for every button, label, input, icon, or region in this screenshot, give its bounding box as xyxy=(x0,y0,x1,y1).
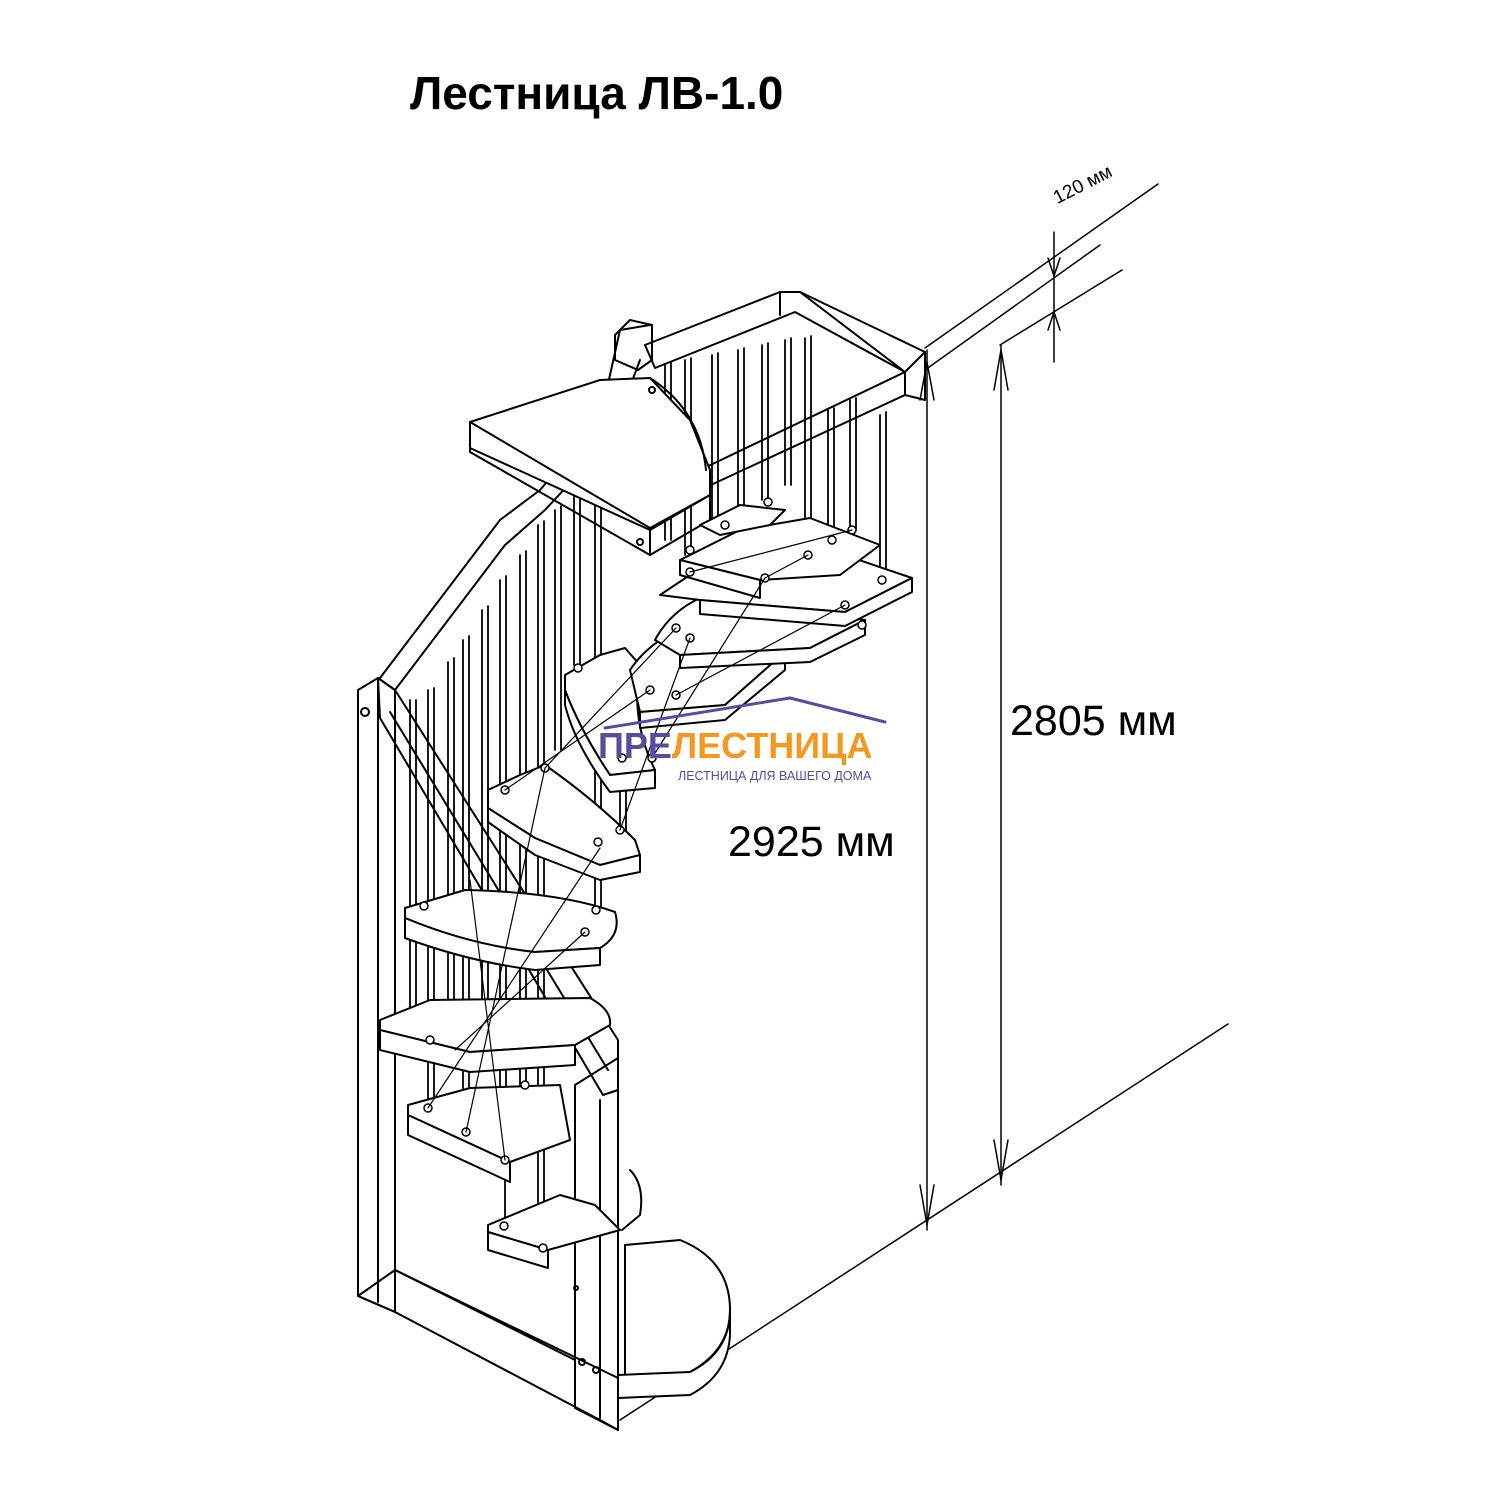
landing-platform xyxy=(469,377,711,556)
logo-name-part2: ЛЕСТНИЦА xyxy=(671,725,873,766)
brand-logo: ПРЕЛЕСТНИЦА ЛЕСТНИЦА ДЛЯ ВАШЕГО ДОМА xyxy=(598,695,908,790)
total-height-label: 2925 мм xyxy=(728,818,895,866)
page-title: Лестница ЛВ-1.0 xyxy=(410,67,784,119)
logo-name: ПРЕЛЕСТНИЦА xyxy=(598,725,872,767)
dimension-lines xyxy=(619,183,1229,1421)
logo-tagline: ЛЕСТНИЦА ДЛЯ ВАШЕГО ДОМА xyxy=(678,769,872,783)
treads xyxy=(379,504,913,1399)
base-frame xyxy=(357,677,619,1431)
logo-name-part1: ПРЕ xyxy=(598,725,672,766)
balusters xyxy=(409,335,887,1249)
gallery-handrail xyxy=(644,291,926,491)
tread-3 xyxy=(407,1084,571,1163)
logo-roof xyxy=(603,696,887,730)
tie-rods xyxy=(427,529,853,1161)
floor-height-label: 2805 мм xyxy=(1010,697,1177,745)
